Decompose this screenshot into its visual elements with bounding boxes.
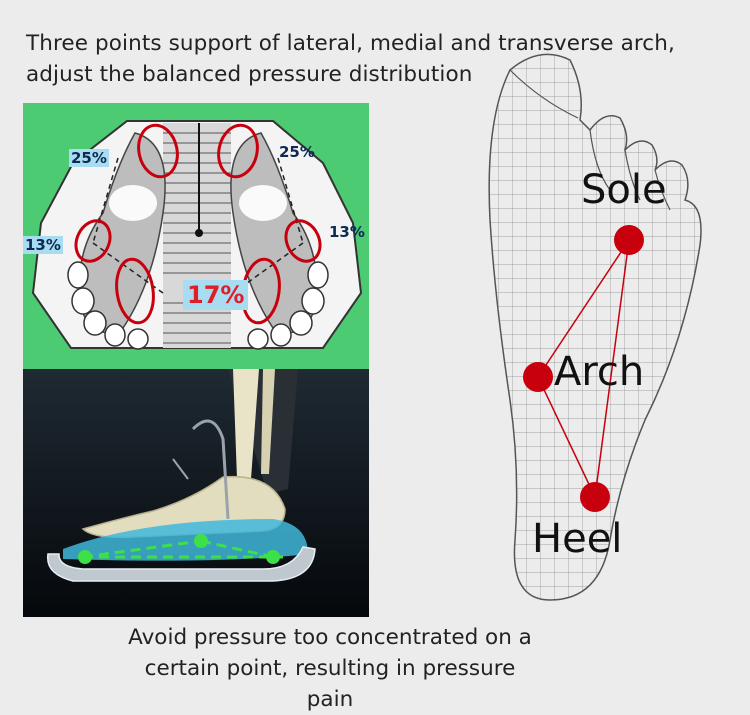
heel-label: Heel xyxy=(532,516,623,562)
headline-line-2: adjust the balanced pressure distributio… xyxy=(26,62,473,87)
insole-support-panel xyxy=(23,369,369,617)
pressure-map-panel: 25% 25% 13% 13% 17% xyxy=(23,103,369,369)
support-point-heel xyxy=(266,550,280,564)
heel-marker xyxy=(580,482,610,512)
right-toe-percent: 25% xyxy=(279,143,315,161)
arch-marker xyxy=(523,362,553,392)
support-point-front xyxy=(78,550,92,564)
caption-line-1: Avoid pressure too concentrated on a xyxy=(128,625,532,650)
pressure-map-illustration xyxy=(31,120,363,350)
headline: Three points support of lateral, medial … xyxy=(26,28,726,90)
insole-skeleton-illustration xyxy=(23,369,369,617)
foot-wireframe-illustration xyxy=(488,53,702,601)
headline-line-1: Three points support of lateral, medial … xyxy=(26,31,675,56)
caption: Avoid pressure too concentrated on a cer… xyxy=(120,622,540,715)
left-side-percent: 13% xyxy=(23,236,63,254)
right-side-percent: 13% xyxy=(329,223,365,241)
support-point-arch xyxy=(194,534,208,548)
foot-wireframe-panel: Sole Arch Heel xyxy=(470,40,740,610)
caption-line-2: certain point, resulting in pressure pai… xyxy=(144,656,516,712)
sole-label: Sole xyxy=(581,167,667,213)
center-percent: 17% xyxy=(183,280,249,310)
sole-marker xyxy=(614,225,644,255)
arch-label: Arch xyxy=(554,349,645,395)
left-toe-percent: 25% xyxy=(69,149,109,167)
